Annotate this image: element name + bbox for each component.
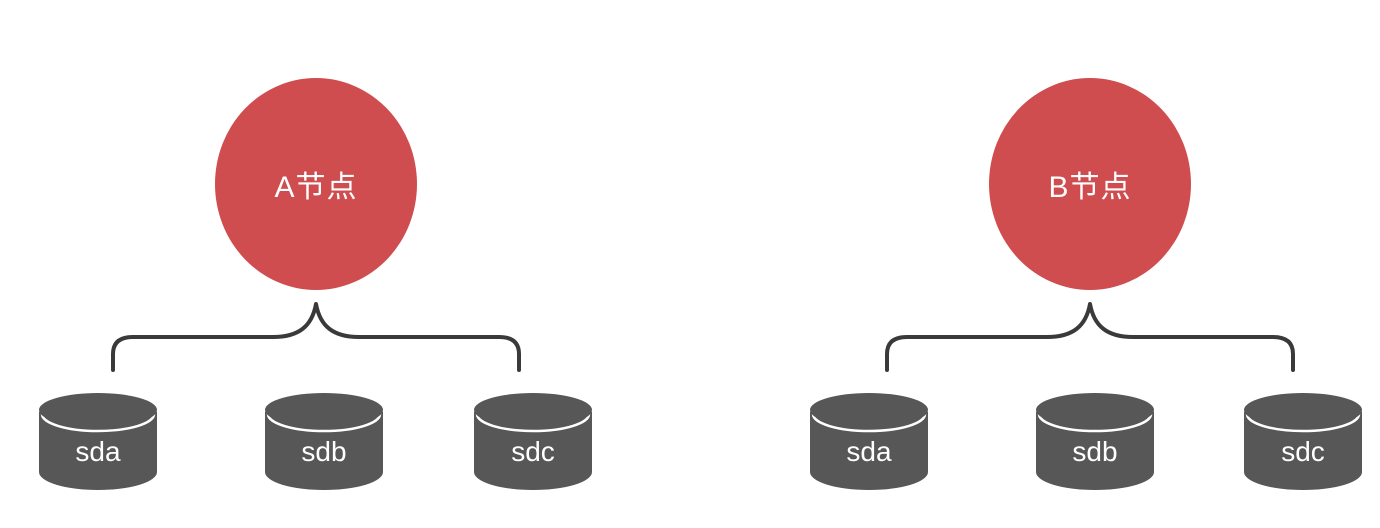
brace-connector-a [111,302,521,372]
disk-a-sda: sda [39,392,157,490]
disk-label: sdb [1072,436,1118,467]
disk-b-sda: sda [810,392,928,490]
node-b-circle: B节点 [989,78,1191,290]
disk-label: sdb [301,436,347,467]
cylinder-icon [1244,393,1362,490]
cylinder-icon [1036,393,1154,490]
disk-b-sdb: sdb [1036,392,1154,490]
disk-label: sdc [1281,436,1325,467]
disk-a-sdb: sdb [265,392,383,490]
node-a-label: A节点 [274,171,358,204]
cylinder-icon [265,393,383,490]
node-a-circle: A节点 [215,78,417,290]
cylinder-icon [474,393,592,490]
disk-label: sda [846,436,892,467]
disk-a-sdc: sdc [474,392,592,490]
disk-b-sdc: sdc [1244,392,1362,490]
cylinder-icon [810,393,928,490]
node-b-label: B节点 [1048,171,1132,204]
disk-label: sdc [511,436,555,467]
disk-label: sda [75,436,121,467]
brace-connector-b [885,302,1295,372]
cylinder-icon [39,393,157,490]
